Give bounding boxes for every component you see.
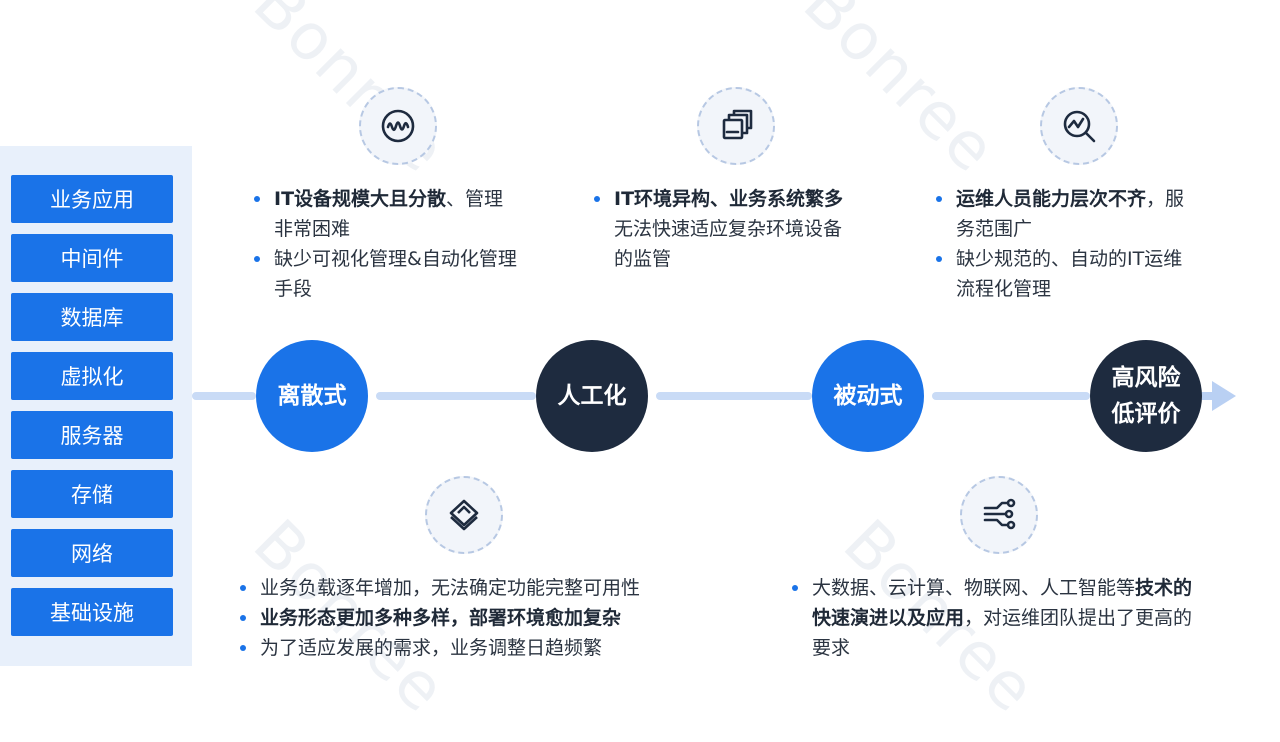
stack-item-server: 服务器 xyxy=(11,411,173,459)
list-item: IT环境异构、业务系统繁多 无法快速适应复杂环境设备 的监管 xyxy=(590,184,890,274)
node-label-line1: 高风险 xyxy=(1111,365,1181,391)
chart-search-icon xyxy=(1040,87,1118,165)
stacked-windows-icon xyxy=(697,87,775,165)
list-item: 运维人员能力层次不齐，服 务范围广 xyxy=(932,184,1252,244)
stack-item-database: 数据库 xyxy=(11,293,173,341)
list-item: 业务负载逐年增加，无法确定功能完整可用性 xyxy=(236,573,736,603)
stack-item-middleware: 中间件 xyxy=(11,234,173,282)
stack-item-network: 网络 xyxy=(11,529,173,577)
list-item: IT设备规模大且分散、管理 非常困难 xyxy=(250,184,570,244)
list-item: 为了适应发展的需求，业务调整日趋频繁 xyxy=(236,633,736,663)
layered-cube-icon xyxy=(425,476,503,554)
watermark: Bonree xyxy=(238,0,461,188)
stack-item-infrastructure: 基础设施 xyxy=(11,588,173,636)
timeline-segment xyxy=(192,392,256,400)
timeline-segment xyxy=(376,392,536,400)
timeline-segment xyxy=(656,392,812,400)
list-item: 缺少可视化管理&自动化管理 手段 xyxy=(250,244,570,304)
node-high-risk: 高风险 低评价 xyxy=(1090,340,1202,452)
list-item: 大数据、云计算、物联网、人工智能等技术的 快速演进以及应用，对运维团队提出了更高… xyxy=(788,573,1258,663)
node-passive: 被动式 xyxy=(812,340,924,452)
tech-stack-panel: 业务应用 中间件 数据库 虚拟化 服务器 存储 网络 基础设施 xyxy=(0,146,192,666)
waveform-icon xyxy=(359,87,437,165)
list-item: 业务形态更加多种多样，部署环境愈加复杂 xyxy=(236,603,736,633)
node-label: 人工化 xyxy=(557,383,627,409)
node-label: 离散式 xyxy=(277,383,347,409)
stack-item-virtualization: 虚拟化 xyxy=(11,352,173,400)
stack-item-storage: 存储 xyxy=(11,470,173,518)
issues-block-business: 业务负载逐年增加，无法确定功能完整可用性 业务形态更加多种多样，部署环境愈加复杂… xyxy=(236,573,736,663)
node-discrete: 离散式 xyxy=(256,340,368,452)
issues-block-passive: 运维人员能力层次不齐，服 务范围广 缺少规范的、自动的IT运维 流程化管理 xyxy=(932,184,1252,304)
timeline-segment xyxy=(932,392,1090,400)
issues-block-technology: 大数据、云计算、物联网、人工智能等技术的 快速演进以及应用，对运维团队提出了更高… xyxy=(788,573,1258,663)
issues-block-discrete: IT设备规模大且分散、管理 非常困难 缺少可视化管理&自动化管理 手段 xyxy=(250,184,570,304)
node-label-line2: 低评价 xyxy=(1111,401,1181,427)
list-item: 缺少规范的、自动的IT运维 流程化管理 xyxy=(932,244,1252,304)
watermark: Bonree xyxy=(788,0,1011,188)
node-manual: 人工化 xyxy=(536,340,648,452)
circuit-icon xyxy=(960,476,1038,554)
node-label: 被动式 xyxy=(833,383,903,409)
issues-block-manual: IT环境异构、业务系统繁多 无法快速适应复杂环境设备 的监管 xyxy=(590,184,890,274)
arrow-right-icon xyxy=(1212,381,1236,411)
timeline-arrow-shaft xyxy=(1198,392,1216,400)
stack-item-app: 业务应用 xyxy=(11,175,173,223)
